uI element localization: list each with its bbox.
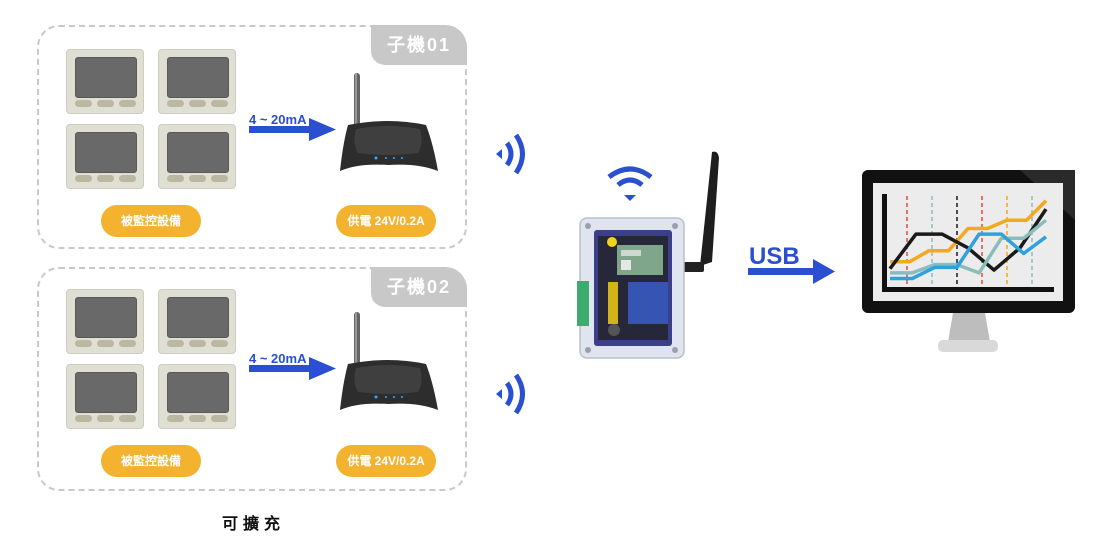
meter-button (211, 340, 228, 347)
meter-button (119, 415, 136, 422)
wifi-icon (607, 166, 653, 201)
meter-button (75, 100, 92, 107)
node-tag: 子機01 (371, 25, 467, 65)
power-spec-badge: 供電 24V/0.2A (336, 205, 436, 237)
node-group-02: 子機02 (37, 267, 467, 491)
panel-meter-icon (66, 49, 144, 114)
power-spec-badge: 供電 24V/0.2A (336, 445, 436, 477)
meter-button (189, 175, 206, 182)
panel-meter-icon (66, 124, 144, 189)
panel-meter-icon (158, 364, 236, 429)
node-tag: 子機02 (371, 267, 467, 307)
meter-button (97, 175, 114, 182)
chart-series-blue (890, 232, 1048, 281)
chart-series-gray (890, 218, 1048, 275)
monitor-chart-icon (862, 170, 1075, 352)
meter-button (167, 175, 184, 182)
meter-button (97, 415, 114, 422)
node-group-01: 子機01 (37, 25, 467, 249)
expandable-label: 可擴充 (222, 516, 286, 533)
meter-screen (75, 132, 137, 173)
meter-button (211, 175, 228, 182)
chart-series-orange (890, 199, 1048, 264)
signal-label: 4 ~ 20mA (249, 112, 307, 127)
meter-screen (167, 57, 229, 98)
panel-meter-icon (158, 49, 236, 114)
meter-button (75, 340, 92, 347)
meter-button (119, 100, 136, 107)
meter-button (189, 100, 206, 107)
meter-screen (75, 372, 137, 413)
meter-button (97, 100, 114, 107)
meter-button (189, 340, 206, 347)
meter-screen (75, 57, 137, 98)
meter-button (75, 175, 92, 182)
meter-button (167, 415, 184, 422)
chart-series-black (888, 208, 1048, 272)
panel-meter-icon (66, 364, 144, 429)
meter-button (167, 100, 184, 107)
meter-button (97, 340, 114, 347)
meter-button (211, 100, 228, 107)
meter-button (119, 340, 136, 347)
monitored-devices-badge: 被監控設備 (101, 445, 201, 477)
panel-meter-icon (66, 289, 144, 354)
meter-screen (167, 132, 229, 173)
panel-meter-icon (158, 289, 236, 354)
meter-screen (167, 372, 229, 413)
panel-meter-icon (158, 124, 236, 189)
meter-button (189, 415, 206, 422)
meter-button (211, 415, 228, 422)
meter-button (167, 340, 184, 347)
wifi-signal-icon (496, 133, 525, 175)
gateway-board-icon (577, 151, 719, 359)
signal-label: 4 ~ 20mA (249, 351, 307, 366)
meter-button (75, 415, 92, 422)
meter-button (119, 175, 136, 182)
monitored-devices-badge: 被監控設備 (101, 205, 201, 237)
usb-label: USB (749, 243, 800, 270)
wifi-signal-icon (496, 373, 525, 415)
meter-screen (75, 297, 137, 338)
meter-screen (167, 297, 229, 338)
